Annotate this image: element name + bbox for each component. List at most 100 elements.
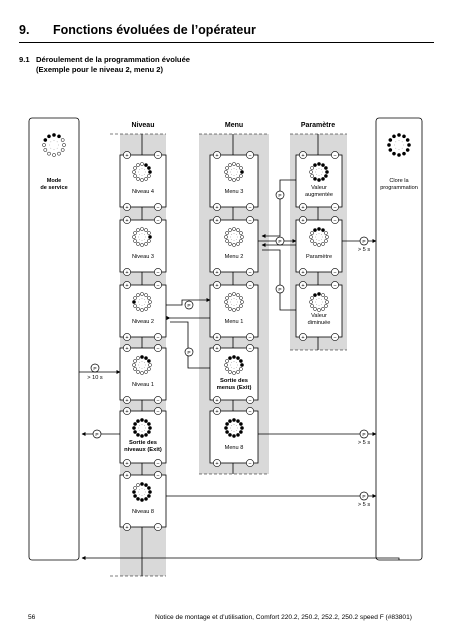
led-dot	[225, 422, 229, 426]
section-number: 9.	[19, 23, 30, 37]
led-inner-dot	[231, 430, 232, 431]
minus-key-icon	[246, 396, 254, 404]
led-inner-dot	[398, 140, 400, 141]
minus-key-label: −	[156, 283, 159, 289]
led-dot	[317, 162, 321, 166]
led-inner-dot	[138, 171, 139, 173]
led-dot	[310, 239, 314, 243]
plus-key-icon	[213, 151, 221, 159]
plus-key-label: +	[301, 270, 304, 276]
label-exit-menus: Sortie des menus (Exit)	[208, 378, 260, 392]
plus-key-label: +	[125, 270, 128, 276]
close-programming-label-line1: Clore la	[389, 178, 409, 184]
led-dot	[133, 367, 137, 371]
led-dot	[52, 153, 56, 157]
plus-key-icon	[299, 203, 307, 211]
led-inner-dot	[139, 430, 140, 431]
plus-key-icon	[299, 268, 307, 276]
led-dot	[147, 494, 151, 498]
p-key-valeur-aug	[275, 190, 285, 200]
led-dot	[60, 148, 65, 152]
led-dot	[236, 356, 240, 360]
led-inner-dot	[322, 301, 323, 303]
minus-key-label: −	[333, 270, 336, 276]
plus-key-label: +	[125, 283, 128, 289]
led-inner-dot	[318, 175, 320, 176]
plus-key-label: +	[125, 398, 128, 404]
led-dot	[240, 300, 244, 304]
led-inner-dot	[144, 169, 145, 170]
led-dot	[232, 162, 236, 166]
p-label: P	[362, 432, 365, 438]
plus-key-label: +	[215, 218, 218, 224]
led-dot	[225, 296, 229, 300]
led-dot	[225, 239, 229, 243]
led-dot	[239, 359, 243, 363]
led-dot	[310, 231, 314, 235]
led-inner-dot	[233, 175, 235, 176]
led-dot	[232, 243, 236, 247]
led-inner-dot	[53, 140, 55, 141]
p-label: P	[362, 494, 365, 500]
led-dot	[313, 228, 317, 232]
led-dot	[321, 293, 325, 297]
led-dot	[133, 239, 137, 243]
led-dot	[147, 422, 151, 426]
led-inner-dot	[230, 171, 231, 173]
led-inner-dot	[144, 430, 145, 431]
led-ring-niveau-icon	[132, 292, 152, 312]
led-inner-dot	[144, 489, 145, 490]
p-key-menu2-parametre	[275, 236, 285, 246]
subsection-title-line1: Déroulement de la programmation évoluée	[36, 55, 191, 64]
led-dot	[225, 174, 229, 178]
led-inner-dot	[50, 141, 52, 143]
plus-key-icon	[123, 203, 131, 211]
led-dot	[140, 418, 144, 422]
led-inner-dot	[237, 364, 238, 366]
label-valeur-diminuee: Valeur diminuée	[296, 313, 342, 327]
led-inner-dot	[401, 141, 403, 143]
plus-key-icon	[123, 281, 131, 289]
led-dot	[144, 483, 148, 487]
led-dot	[133, 296, 137, 300]
led-inner-dot	[231, 299, 232, 300]
led-inner-dot	[230, 301, 231, 303]
arrow-close-to-mode	[81, 556, 400, 560]
led-dot	[147, 486, 151, 490]
led-dot	[228, 242, 232, 246]
led-inner-dot	[139, 234, 140, 235]
led-inner-dot	[138, 236, 139, 238]
operating-mode-label-line2: de service	[40, 184, 68, 191]
label-niveau3: Niveau 3	[131, 254, 155, 260]
led-dot	[239, 430, 243, 434]
plus-key-icon	[299, 216, 307, 224]
minus-key-icon	[154, 407, 162, 415]
led-dot	[324, 304, 328, 308]
led-dot	[133, 231, 137, 235]
led-inner-dot	[236, 234, 237, 235]
p-label: P	[362, 239, 365, 245]
led-dot	[397, 133, 401, 137]
led-inner-dot	[322, 171, 323, 173]
led-dot	[136, 242, 140, 246]
led-inner-dot	[139, 489, 140, 490]
label-exit-niveaux-line2: niveaux (Exit)	[124, 447, 162, 453]
led-inner-dot	[394, 144, 395, 146]
plus-key-icon	[123, 216, 131, 224]
led-dot	[225, 231, 229, 235]
minus-key-icon	[246, 344, 254, 352]
led-dot	[132, 363, 136, 367]
led-dot	[144, 228, 148, 232]
plus-key-icon	[123, 459, 131, 467]
led-dot	[136, 497, 140, 501]
led-dot	[43, 138, 48, 142]
led-dot	[140, 434, 144, 438]
page-number: 56	[28, 614, 36, 621]
led-dot	[388, 138, 393, 142]
plus-key-icon	[123, 523, 131, 531]
led-inner-dot	[231, 174, 232, 175]
led-dot	[240, 170, 244, 174]
label-menu2: Menu 2	[224, 254, 244, 260]
led-inner-dot	[141, 424, 143, 425]
led-dot	[140, 355, 144, 359]
